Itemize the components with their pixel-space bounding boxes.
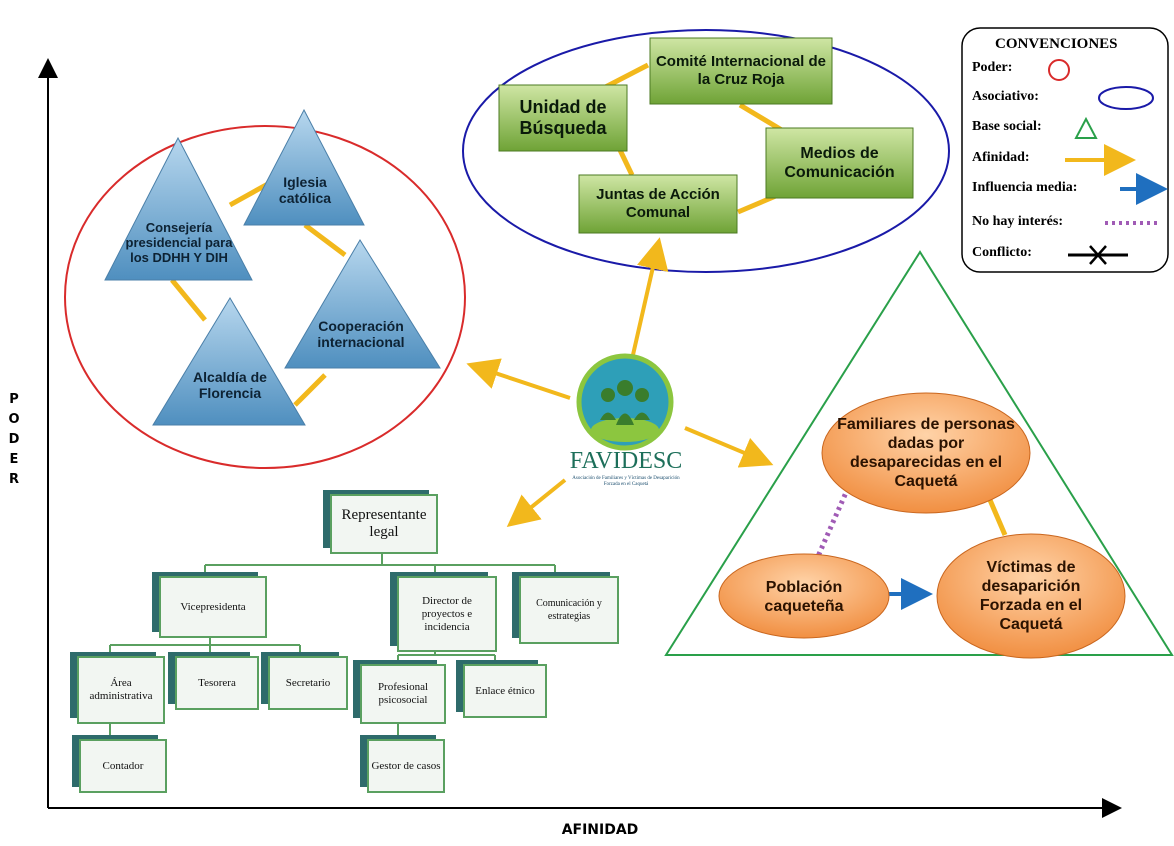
org-area-administrativa: Área administrativa xyxy=(89,677,153,702)
y-axis-label: PODER xyxy=(8,392,20,487)
org-connectors xyxy=(109,552,556,740)
label-victimas: Víctimas de desaparición Forzada en el C… xyxy=(979,559,1083,633)
label-iglesia: Iglesia católica xyxy=(278,174,332,206)
org-gestor-casos: Gestor de casos xyxy=(371,759,441,772)
legend-conflicto: Conflicto: xyxy=(972,245,1032,260)
favidesc-name: FAVIDESC xyxy=(569,447,683,474)
legend-red-circle xyxy=(1048,59,1070,81)
box-unidad-busqueda xyxy=(498,84,628,152)
org-representante: Representante legal xyxy=(341,507,427,540)
legend-blue-ellipse xyxy=(1098,86,1154,110)
legend-influencia: Influencia media: xyxy=(972,180,1078,195)
arrow-to-social-base xyxy=(684,426,774,468)
associative-ellipse xyxy=(462,29,950,273)
legend-base-social: Base social: xyxy=(972,119,1042,134)
social-base-triangle xyxy=(664,250,1174,656)
org-boxes xyxy=(70,490,619,793)
legend-title: CONVENCIONES xyxy=(995,36,1118,52)
org-secretario: Secretario xyxy=(285,676,331,689)
org-vicepresidenta: Vicepresidenta xyxy=(180,600,246,613)
box-cruz-roja xyxy=(649,37,833,105)
legend-green-triangle xyxy=(1074,116,1098,139)
label-familiares: Familiares de personas dadas por desapar… xyxy=(837,416,1015,490)
legend-poder: Poder: xyxy=(972,60,1013,75)
arrow-to-power xyxy=(466,358,571,400)
org-director: Director de proyectos e incidencia xyxy=(421,594,473,633)
ellipse-poblacion xyxy=(718,553,890,639)
triangle-consejeria xyxy=(104,136,253,281)
triangle-iglesia xyxy=(243,108,365,226)
box-medios xyxy=(765,127,914,199)
legend-box xyxy=(961,27,1169,273)
legend-asociativo: Asociativo: xyxy=(972,89,1039,104)
x-axis-label: AFINIDAD xyxy=(561,822,639,838)
label-medios: Medios de Comunicación xyxy=(784,145,895,181)
label-consejeria: Consejería presidencial para los DDHH Y … xyxy=(125,219,233,265)
label-cooperacion: Cooperación internacional xyxy=(317,318,405,350)
power-circle xyxy=(64,125,466,469)
no-interest-link xyxy=(809,486,851,572)
label-poblacion: Población caqueteña xyxy=(764,579,844,615)
org-contador: Contador xyxy=(102,759,144,772)
org-enlace-etnico: Enlace étnico xyxy=(475,684,535,697)
label-cruz-roja: Comité Internacional de la Cruz Roja xyxy=(655,53,827,88)
org-tesorera: Tesorera xyxy=(198,676,236,689)
box-juntas xyxy=(578,174,738,234)
arrow-to-associative xyxy=(628,237,669,369)
org-comunicacion: Comunicación y estrategias xyxy=(536,598,602,622)
label-alcaldia: Alcaldía de Florencia xyxy=(193,369,267,401)
link-familiares-victimas xyxy=(987,499,1008,536)
ellipse-victimas xyxy=(936,533,1126,659)
legend-no-interes: No hay interés: xyxy=(972,214,1063,229)
label-unidad-busqueda: Unidad de Búsqueda xyxy=(519,97,607,138)
triangle-alcaldia xyxy=(152,297,306,426)
arrow-to-org xyxy=(506,478,567,528)
triangle-cooperacion xyxy=(284,239,441,369)
legend-afinidad: Afinidad: xyxy=(972,150,1030,165)
favidesc-subtitle: Asociación de Familiares y Víctimas de D… xyxy=(572,476,680,487)
label-juntas: Juntas de Acción Comunal xyxy=(596,186,720,221)
ellipse-familiares xyxy=(821,392,1031,514)
org-profesional-psicosocial: Profesional psicosocial xyxy=(377,681,429,706)
